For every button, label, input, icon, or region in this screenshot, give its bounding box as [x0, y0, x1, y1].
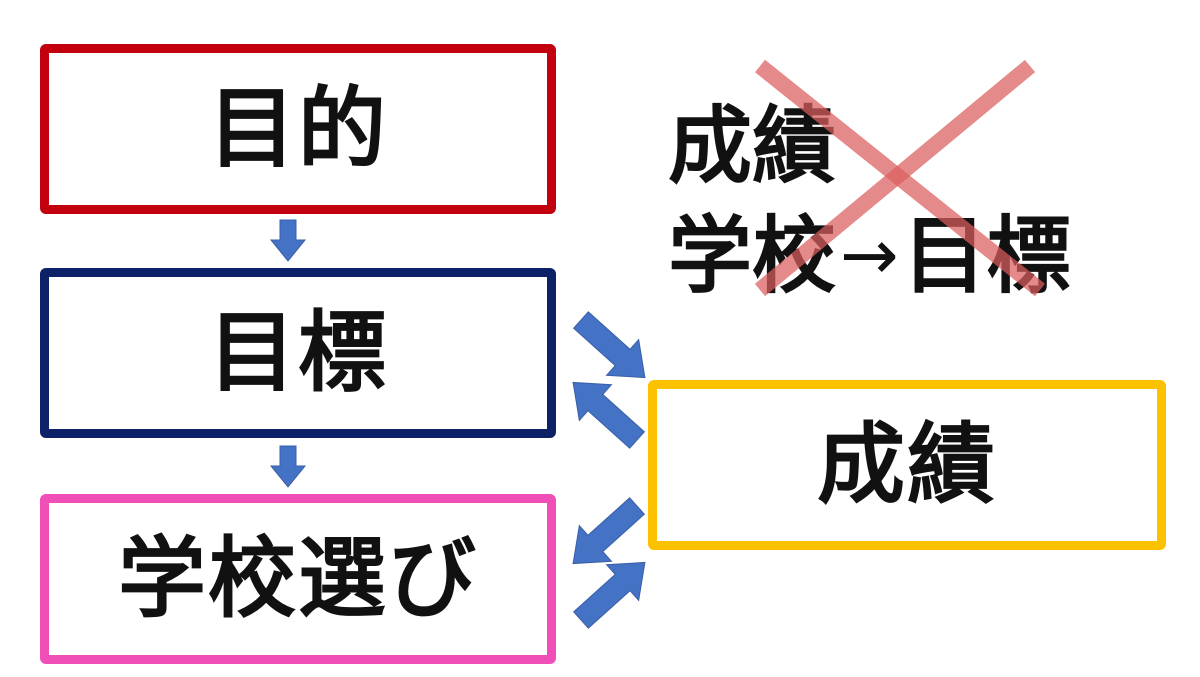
wrong-order-school-text: 学校	[668, 207, 837, 305]
wrong-order-goal-text: 目標	[902, 207, 1071, 305]
wrong-order-line-2: 学校→目標	[668, 214, 1071, 298]
grades-to-school-arrow-icon	[572, 497, 646, 565]
purpose-box: 目的	[40, 44, 556, 214]
wrong-order-right-arrow: →	[840, 214, 899, 296]
down-arrow-icon	[269, 219, 307, 262]
wrong-order-line-1: 成績	[668, 104, 836, 188]
grades-to-goal-arrow-icon	[572, 381, 646, 449]
wrong-order-grades-text: 成績	[668, 97, 837, 195]
goal-box: 目標	[40, 268, 556, 438]
down-arrow-icon	[269, 445, 307, 488]
grades-label: 成績	[816, 413, 997, 516]
grades-box: 成績	[648, 380, 1166, 550]
school-to-grades-arrow-icon	[572, 561, 646, 629]
school-choice-box: 学校選び	[40, 494, 556, 664]
goal-to-grades-arrow-icon	[572, 311, 646, 379]
purpose-label: 目的	[207, 77, 388, 180]
goal-label: 目標	[207, 301, 388, 404]
school-choice-label: 学校選び	[117, 527, 478, 630]
